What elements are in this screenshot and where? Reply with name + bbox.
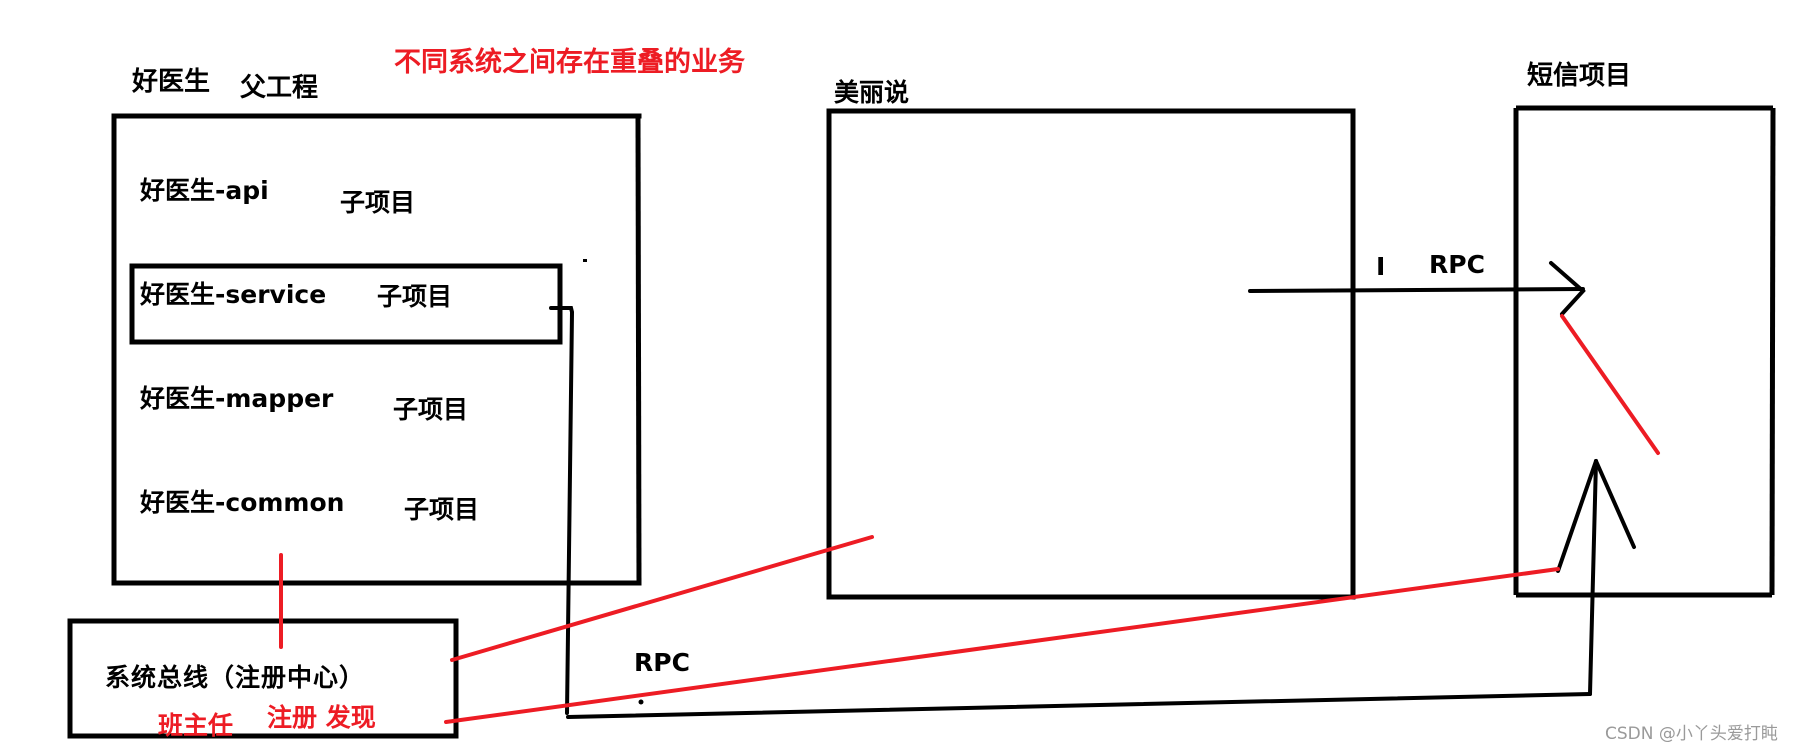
child-service-name: 好医生-service [140, 280, 327, 309]
child-api-tag: 子项目 [340, 188, 416, 217]
service-highlight-box [129, 263, 563, 345]
rpc-arrow-meilishuo-to-sms [1248, 261, 1586, 316]
meilishuo-label: 美丽说 [834, 78, 910, 107]
registry-box [67, 618, 459, 739]
registry-links [279, 314, 1660, 724]
sms-discovery-link [1560, 314, 1660, 455]
child-mapper-name: 好医生-mapper [140, 384, 334, 413]
rpc-top-marker: I [1376, 252, 1386, 281]
registry-role: 班主任 [158, 711, 234, 740]
watermark: CSDN @小丫头爱打盹 [1605, 724, 1778, 744]
registry-to-meilishuo-link [450, 535, 874, 662]
registry-functions: 注册 发现 [267, 703, 376, 732]
registry-to-sms-link [444, 567, 1560, 724]
diagram-title: 不同系统之间存在重叠的业务 [394, 47, 745, 78]
registry-name: 系统总线（注册中心） [105, 663, 366, 692]
parent-project-box [111, 113, 642, 586]
stray-mark [583, 259, 587, 262]
rpc-bottom-label: RPC [634, 648, 690, 677]
parent-project-tag: 父工程 [240, 73, 319, 103]
parent-project-name: 好医生 [132, 67, 211, 97]
child-common-name: 好医生-common [140, 488, 345, 517]
child-common-tag: 子项目 [404, 495, 480, 524]
child-service-tag: 子项目 [377, 282, 453, 311]
sms-box [1513, 105, 1776, 598]
rpc-connector-service-to-sms [549, 306, 1636, 719]
rpc-top-label: RPC [1429, 250, 1485, 279]
dot-mark [638, 699, 644, 705]
sms-label: 短信项目 [1527, 61, 1632, 91]
meilishuo-box [826, 108, 1356, 600]
child-api-name: 好医生-api [140, 176, 269, 205]
child-mapper-tag: 子项目 [393, 395, 469, 424]
